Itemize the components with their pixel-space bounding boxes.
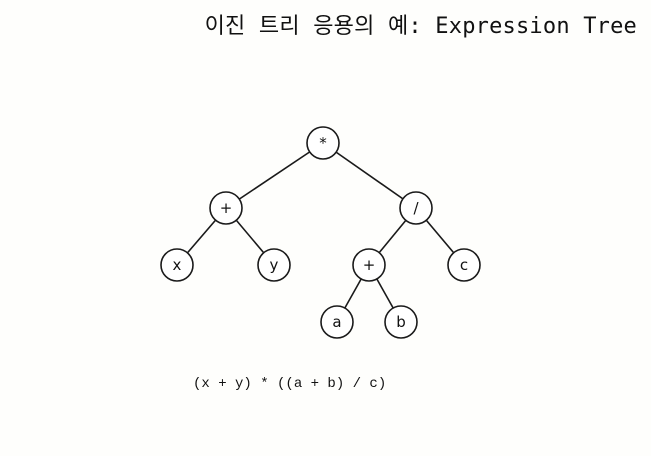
tree-edge-mul-plus1 xyxy=(225,142,324,209)
tree-node-circle xyxy=(399,191,433,225)
tree-node-plus1: + xyxy=(209,191,243,225)
tree-node-c: c xyxy=(447,248,481,282)
tree-node-div: / xyxy=(399,191,433,225)
tree-nodes: * + / x y + c a b xyxy=(160,126,481,339)
tree-node-label: + xyxy=(220,199,233,217)
tree-node-circle xyxy=(209,191,243,225)
tree-node-label: a xyxy=(332,313,341,331)
tree-node-label: x xyxy=(173,256,182,274)
tree-node-circle xyxy=(352,248,386,282)
tree-node-label: + xyxy=(363,256,376,274)
tree-node-circle xyxy=(306,126,340,160)
tree-edges xyxy=(176,142,465,323)
tree-node-label: / xyxy=(413,199,419,217)
tree-node-y: y xyxy=(257,248,291,282)
tree-node-circle xyxy=(257,248,291,282)
tree-node-x: x xyxy=(160,248,194,282)
tree-node-circle xyxy=(160,248,194,282)
infix-expression: (x + y) * ((a + b) / c) xyxy=(193,376,387,392)
tree-node-a: a xyxy=(320,305,354,339)
tree-node-circle xyxy=(320,305,354,339)
tree-node-label: c xyxy=(460,256,468,274)
tree-node-plus2: + xyxy=(352,248,386,282)
tree-node-label: b xyxy=(396,313,406,331)
tree-edge-mul-div xyxy=(322,142,417,209)
tree-node-circle xyxy=(384,305,418,339)
tree-node-mul: * xyxy=(306,126,340,160)
tree-node-label: y xyxy=(270,256,279,274)
tree-node-label: * xyxy=(319,134,327,152)
tree-node-circle xyxy=(447,248,481,282)
tree-node-b: b xyxy=(384,305,418,339)
slide-title: 이진 트리 응용의 예: Expression Tree xyxy=(204,14,637,39)
